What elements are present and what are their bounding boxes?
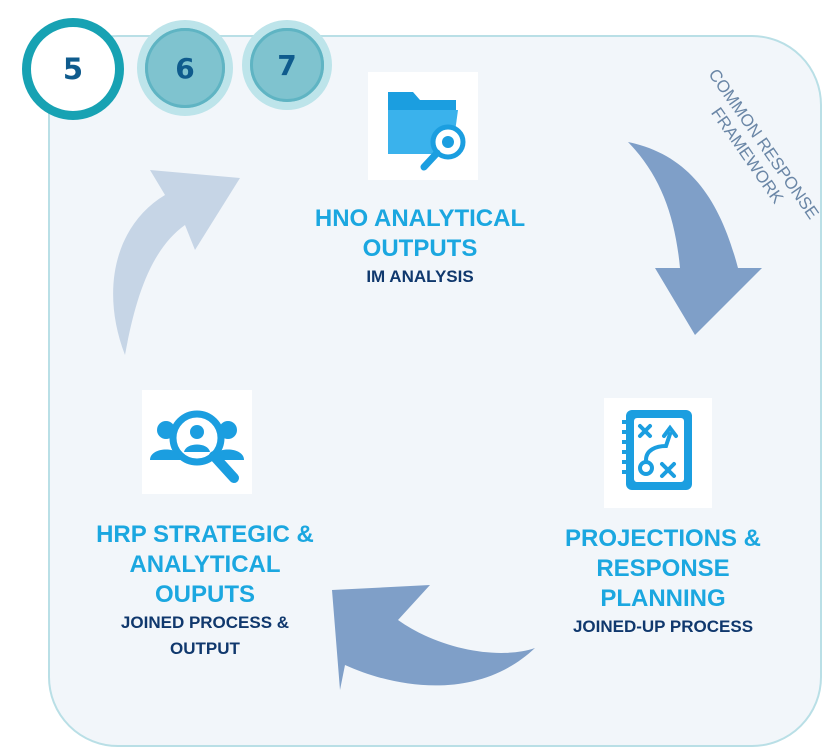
node-hrp-subtitle-line1: JOINED PROCESS &: [120, 613, 290, 632]
node-hno: HNO ANALYTICAL OUTPUTS IM ANALYSIS: [270, 204, 570, 290]
strategy-board-icon: [604, 398, 712, 508]
node-projections-title-line1: PROJECTIONS &: [564, 525, 762, 552]
node-hrp: HRP STRATEGIC & ANALYTICAL OUPUTS JOINED…: [55, 520, 355, 662]
step-badge-label: 6: [175, 51, 195, 85]
node-projections: PROJECTIONS & RESPONSE PLANNING JOINED-U…: [528, 524, 798, 640]
node-hrp-title-line3: OUPUTS: [154, 581, 255, 608]
people-search-icon: [142, 390, 252, 494]
node-projections-title-line3: PLANNING: [600, 585, 726, 612]
node-hrp-subtitle-line2: OUTPUT: [170, 639, 240, 658]
step-badge-label: 7: [277, 48, 297, 82]
node-projections-subtitle: JOINED-UP PROCESS: [572, 617, 754, 636]
step-badge-6[interactable]: 6: [137, 20, 233, 116]
folder-search-icon: [368, 72, 478, 180]
arrow-top-to-right: [628, 142, 762, 335]
arrow-left-to-top: [113, 170, 240, 355]
node-hno-title-line2: OUTPUTS: [362, 235, 478, 262]
step-badge-7[interactable]: 7: [242, 20, 332, 110]
step-badge-5[interactable]: 5: [22, 18, 124, 120]
step-badge-label: 5: [62, 52, 84, 86]
node-hrp-title-line1: HRP STRATEGIC &: [96, 521, 314, 548]
node-hno-subtitle: IM ANALYSIS: [366, 267, 474, 286]
node-hno-title-line1: HNO ANALYTICAL: [314, 205, 526, 232]
node-projections-title-line2: RESPONSE: [596, 555, 730, 582]
arrow-right-to-left: [332, 585, 535, 690]
node-hrp-title-line2: ANALYTICAL: [129, 551, 281, 578]
